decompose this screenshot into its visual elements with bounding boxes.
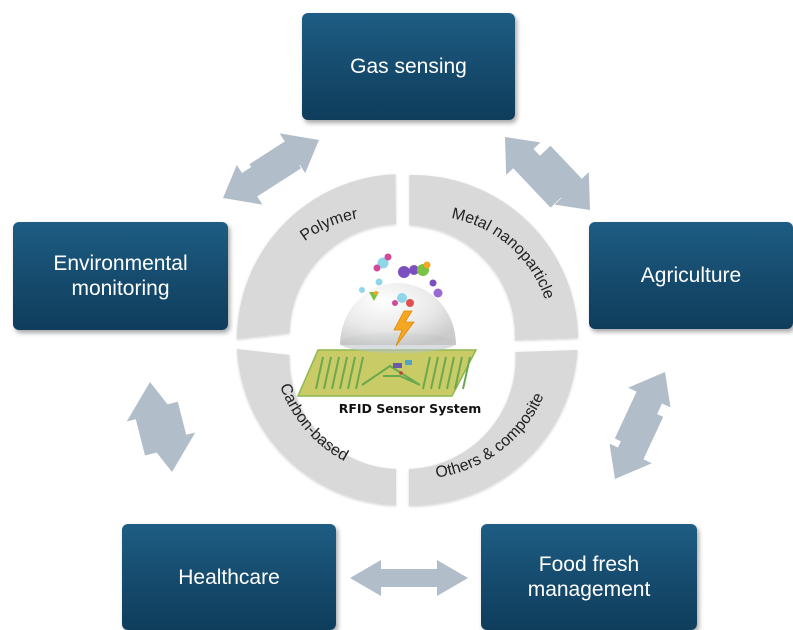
food-line-1: Food fresh <box>538 553 640 576</box>
arrow-agriculture-food <box>609 372 671 479</box>
ring-segment-metal <box>409 174 579 340</box>
sensing-dome <box>340 283 456 345</box>
ring-segment-carbon <box>237 349 397 506</box>
ring-segment-polymer <box>237 174 396 339</box>
box-agriculture-label: Agriculture <box>640 264 742 287</box>
arrow-environmental-healthcare <box>126 382 196 472</box>
box-gas-sensing: Gas sensing <box>302 13 515 120</box>
box-gas-sensing-label: Gas sensing <box>350 55 467 78</box>
food-line-2: management <box>527 578 651 601</box>
box-food-fresh-management-label: Food fresh management <box>528 552 651 602</box>
box-food-fresh-management: Food fresh management <box>481 524 697 630</box>
environmental-line-2: monitoring <box>71 277 170 300</box>
arrow-healthcare-food <box>350 560 468 596</box>
arrow-gas-agriculture <box>505 137 590 210</box>
arrow-gas-environmental <box>223 133 319 205</box>
rfid-sensor-illustration <box>296 253 478 397</box>
environmental-line-1: Environmental <box>53 252 188 275</box>
center-title: RFID Sensor System <box>339 401 482 416</box>
ring-segment-others <box>409 350 578 506</box>
box-healthcare-label: Healthcare <box>178 565 280 589</box>
antenna-traces <box>315 356 471 390</box>
box-environmental-monitoring: Environmental monitoring <box>13 222 228 330</box>
box-environmental-monitoring-label: Environmental monitoring <box>53 251 187 301</box>
lightning-icon <box>393 310 415 347</box>
box-healthcare: Healthcare <box>122 524 336 630</box>
box-agriculture: Agriculture <box>589 222 793 329</box>
gas-molecules <box>359 253 443 307</box>
